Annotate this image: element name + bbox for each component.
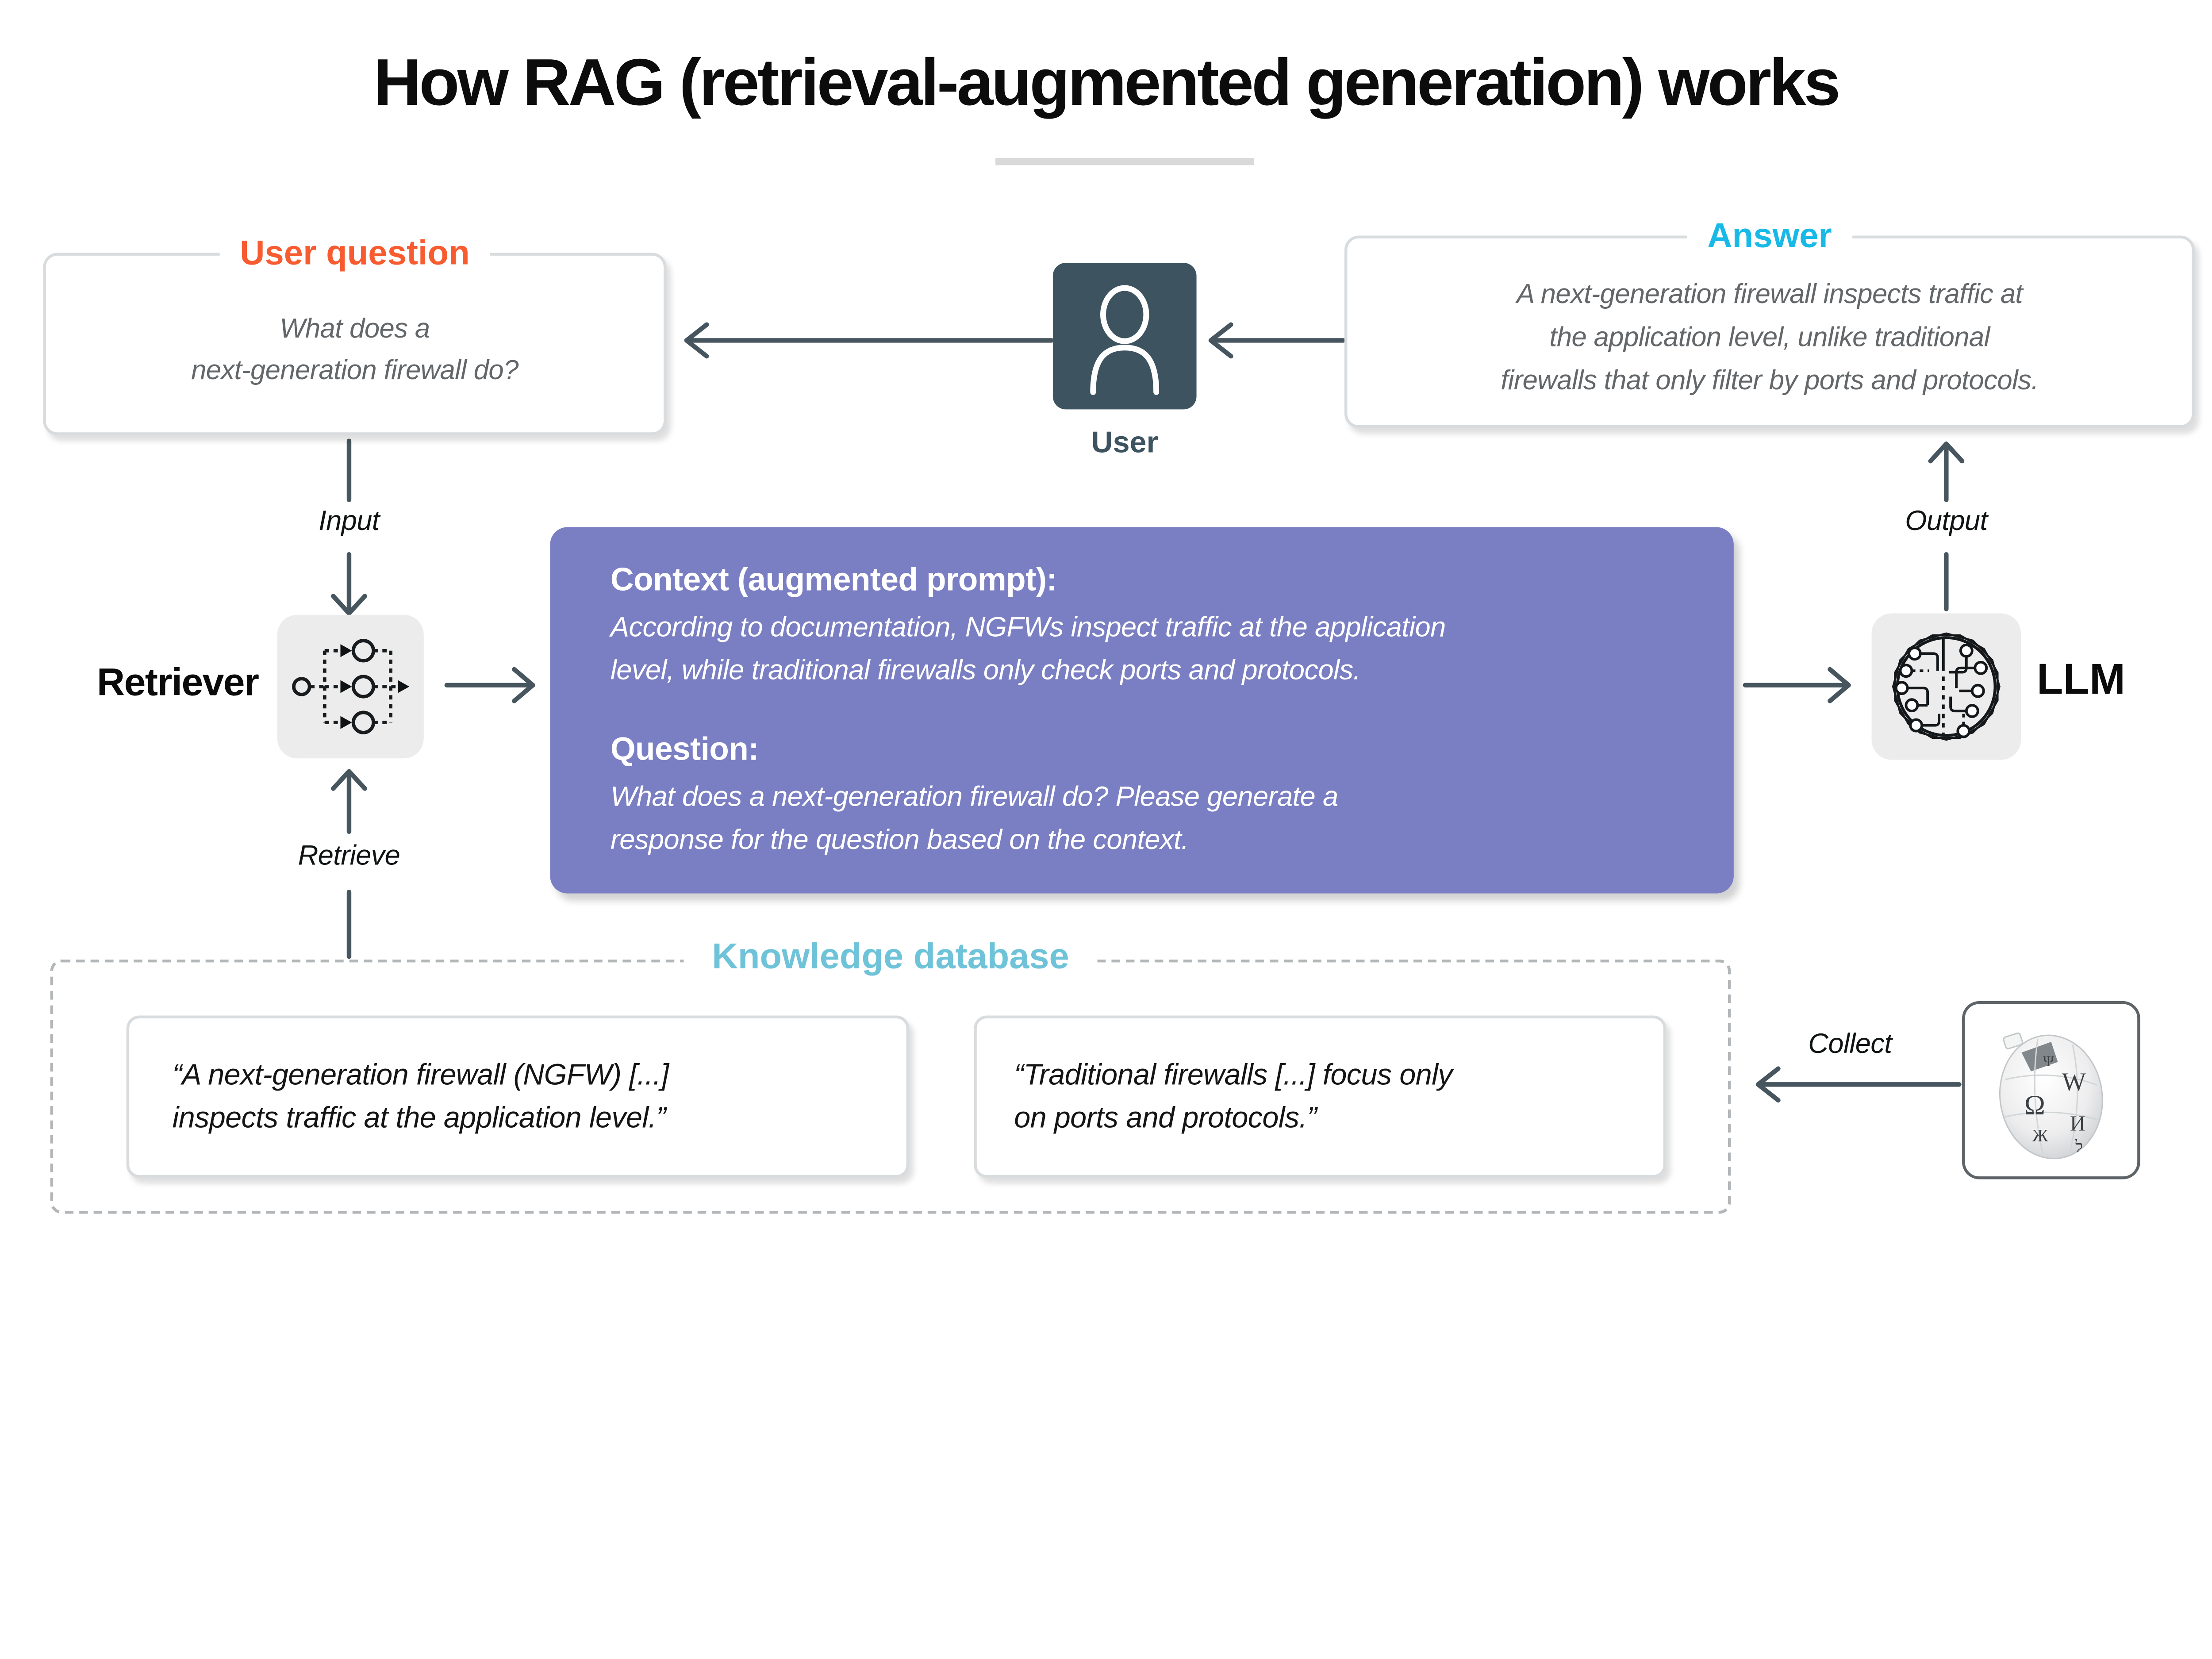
context-body-line: According to documentation, NGFWs inspec… [610,612,1446,644]
question-heading: Question: [610,731,759,767]
arrow-output-up [1928,442,1965,611]
user-label: User [1091,426,1158,460]
user-question-label: User question [219,231,490,277]
user-question-line: What does a [280,314,430,344]
answer-text: A next-generation firewall inspects traf… [1347,238,2192,425]
context-prompt-box: Context (augmented prompt): According to… [550,527,1734,894]
knowledge-card-ngfw: “A next-generation firewall (NGFW) [...]… [126,1015,910,1178]
user-question-line: next-generation firewall do? [191,355,518,386]
arrow-input-down [331,438,367,616]
person-icon [1090,285,1160,395]
question-body-line: response for the question based on the c… [610,824,1189,856]
user-question-text: What does a next-generation firewall do? [46,256,664,432]
context-heading: Context (augmented prompt): [610,561,1057,598]
answer-line: the application level, unlike traditiona… [1549,323,1990,353]
output-flow-label: Output [1905,505,1988,538]
page-title: How RAG (retrieval-augmented generation)… [373,44,1840,119]
knowledge-card-line: on ports and protocols.” [1014,1101,1317,1134]
retrieve-flow-label: Retrieve [298,840,400,872]
user-avatar [1052,263,1197,410]
rag-diagram: How RAG (retrieval-augmented generation)… [43,44,2195,1214]
llm-circuit-brain-icon [1892,632,2001,741]
wiki-glyph-i: И [2070,1111,2085,1135]
wiki-glyph-zhe: Ж [2032,1126,2048,1145]
knowledge-card-line: “A next-generation firewall (NGFW) [...] [172,1058,669,1091]
retriever-node [277,614,424,759]
knowledge-card-line: inspects traffic at the application leve… [172,1101,666,1134]
arrow-retriever-to-context [444,667,535,703]
arrow-retrieve-up [331,769,367,959]
arrow-answer-to-user [1208,322,1345,359]
input-flow-label: Input [319,505,380,538]
question-body-line: What does a next-generation firewall do?… [610,781,1338,813]
llm-label: LLM [2036,656,2126,704]
wiki-glyph-psi: Ψ [2043,1053,2054,1070]
wikipedia-source: W Ω И Ж ל Ψ [1962,1001,2140,1179]
wikipedia-globe-icon: W Ω И Ж ל Ψ [1999,1032,2103,1160]
arrow-context-to-llm [1743,667,1851,703]
wiki-glyph-w: W [2062,1068,2086,1096]
answer-line: firewalls that only filter by ports and … [1501,366,2039,397]
question-body: What does a next-generation firewall do?… [611,776,1691,862]
connector-arrows [331,322,1965,1103]
llm-node [1871,613,2021,760]
answer-box: Answer A next-generation firewall inspec… [1344,214,2195,428]
context-body: According to documentation, NGFWs inspec… [611,606,1691,692]
knowledge-card-line: “Traditional firewalls [...] focus only [1014,1058,1452,1091]
arrow-collect-left [1755,1066,1962,1103]
retriever-label: Retriever [96,661,259,704]
arrow-user-to-question [684,322,1054,359]
retriever-network-icon [292,639,410,734]
knowledge-card-traditional: “Traditional firewalls [...] focus only … [974,1015,1667,1178]
collect-flow-label: Collect [1808,1028,1892,1060]
answer-line: A next-generation firewall inspects traf… [1517,280,2023,311]
user-question-box: User question What does a next-generatio… [43,231,667,435]
title-divider [995,158,1254,165]
wiki-glyph-lamed: ל [2075,1138,2083,1156]
answer-label: Answer [1687,214,1852,260]
wiki-glyph-omega: Ω [2024,1089,2045,1121]
context-body-line: level, while traditional firewalls only … [610,655,1361,687]
